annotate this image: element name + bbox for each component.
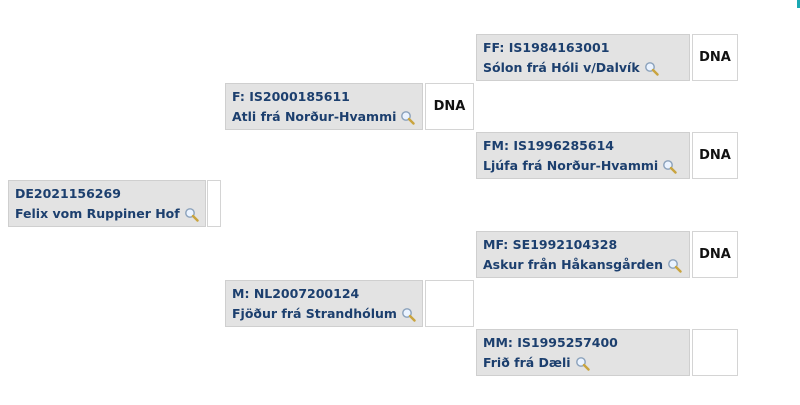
dam-name-row: Fjöður frá Strandhólum xyxy=(232,304,416,324)
sire-cell: F: IS2000185611 Atli frá Norður-Hvammi xyxy=(225,83,423,130)
mm-cell: MM: IS1995257400 Frið frá Dæli xyxy=(476,329,690,376)
mf-code[interactable]: SE1992104328 xyxy=(512,237,618,252)
dam-code[interactable]: NL2007200124 xyxy=(253,286,360,301)
ff-cell: FF: IS1984163001 Sólon frá Hóli v/Dalvík xyxy=(476,34,690,81)
dam-dna-badge xyxy=(425,280,474,327)
subject-name[interactable]: Felix vom Ruppiner Hof xyxy=(15,206,180,221)
ff-code[interactable]: IS1984163001 xyxy=(508,40,610,55)
mm-dna-badge xyxy=(692,329,738,376)
mm-code[interactable]: IS1995257400 xyxy=(517,335,618,350)
dam-id-row: M: NL2007200124 xyxy=(232,284,416,304)
mf-dna-badge: DNA xyxy=(692,231,738,278)
ff-name-row: Sólon frá Hóli v/Dalvík xyxy=(483,58,683,78)
sire-code[interactable]: IS2000185611 xyxy=(249,89,350,104)
sire-dna-badge: DNA xyxy=(425,83,474,130)
magnifier-icon[interactable] xyxy=(401,307,416,322)
mf-name[interactable]: Askur från Håkansgården xyxy=(483,257,663,272)
fm-dna-badge: DNA xyxy=(692,132,738,179)
subject-cell: DE2021156269 Felix vom Ruppiner Hof xyxy=(8,180,206,227)
sire-name[interactable]: Atli frá Norður-Hvammi xyxy=(232,109,397,124)
magnifier-icon[interactable] xyxy=(644,61,659,76)
dam-prefix: M: xyxy=(232,286,250,301)
mm-name-row: Frið frá Dæli xyxy=(483,353,683,373)
magnifier-icon[interactable] xyxy=(662,159,677,174)
mm-prefix: MM: xyxy=(483,335,513,350)
sire-prefix: F: xyxy=(232,89,245,104)
ff-id-row: FF: IS1984163001 xyxy=(483,38,683,58)
sire-id-row: F: IS2000185611 xyxy=(232,87,416,107)
magnifier-icon[interactable] xyxy=(575,356,590,371)
mf-id-row: MF: SE1992104328 xyxy=(483,235,683,255)
fm-id-row: FM: IS1996285614 xyxy=(483,136,683,156)
edge-accent xyxy=(797,0,800,8)
mm-name[interactable]: Frið frá Dæli xyxy=(483,355,571,370)
mf-name-row: Askur från Håkansgården xyxy=(483,255,683,275)
mm-id-row: MM: IS1995257400 xyxy=(483,333,683,353)
dam-name[interactable]: Fjöður frá Strandhólum xyxy=(232,306,397,321)
ff-prefix: FF: xyxy=(483,40,505,55)
mf-prefix: MF: xyxy=(483,237,509,252)
fm-name-row: Ljúfa frá Norður-Hvammi xyxy=(483,156,683,176)
dam-cell: M: NL2007200124 Fjöður frá Strandhólum xyxy=(225,280,423,327)
magnifier-icon[interactable] xyxy=(400,110,416,125)
fm-code[interactable]: IS1996285614 xyxy=(513,138,614,153)
sire-name-row: Atli frá Norður-Hvammi xyxy=(232,107,416,127)
subject-name-row: Felix vom Ruppiner Hof xyxy=(15,204,199,224)
subject-code[interactable]: DE2021156269 xyxy=(15,186,121,201)
magnifier-icon[interactable] xyxy=(184,207,199,222)
subject-dna-cell xyxy=(207,180,221,227)
mf-cell: MF: SE1992104328 Askur från Håkansgården xyxy=(476,231,690,278)
fm-cell: FM: IS1996285614 Ljúfa frá Norður-Hvammi xyxy=(476,132,690,179)
fm-prefix: FM: xyxy=(483,138,509,153)
magnifier-icon[interactable] xyxy=(667,258,682,273)
ff-dna-badge: DNA xyxy=(692,34,738,81)
fm-name[interactable]: Ljúfa frá Norður-Hvammi xyxy=(483,158,659,173)
ff-name[interactable]: Sólon frá Hóli v/Dalvík xyxy=(483,60,640,75)
